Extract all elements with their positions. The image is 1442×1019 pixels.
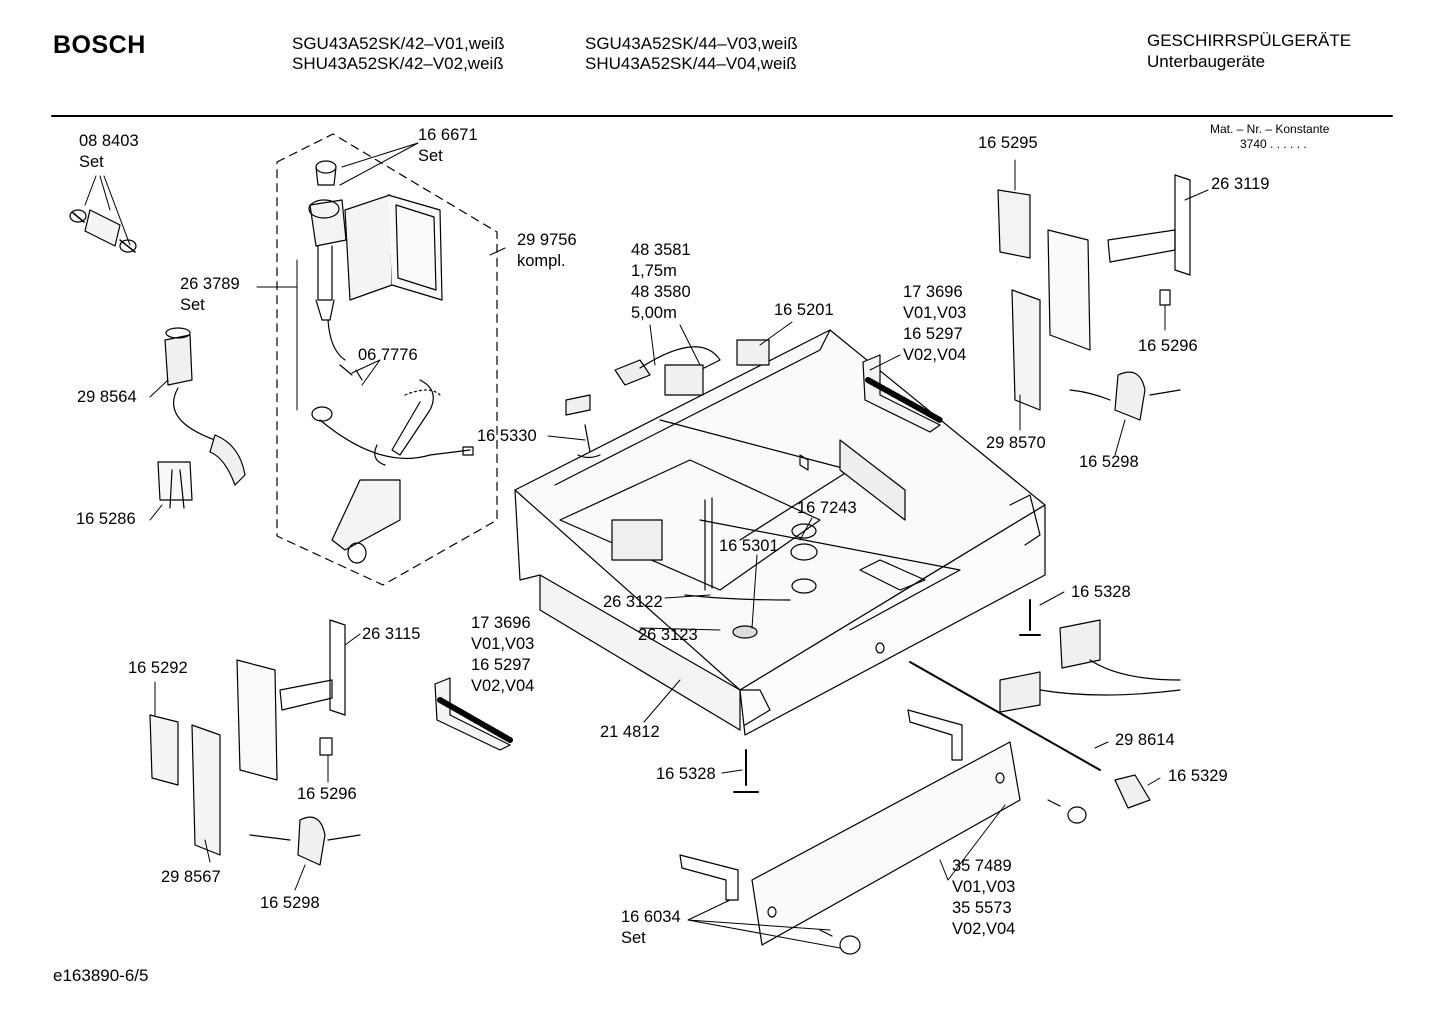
label-26-3115: 26 3115 xyxy=(362,625,421,643)
label-16-5296-left: 16 5296 xyxy=(297,785,357,803)
label-16-5292: 16 5292 xyxy=(128,659,188,677)
label-16-5296-right: 16 5296 xyxy=(1138,337,1198,355)
leveling-feet xyxy=(734,600,1040,792)
label-16-5301: 16 5301 xyxy=(719,537,779,555)
label-29-8570: 29 8570 xyxy=(986,434,1046,452)
cables-and-switches xyxy=(566,340,769,458)
label-16-5201: 16 5201 xyxy=(774,301,834,319)
label-16-5328-bottom: 16 5328 xyxy=(656,765,716,783)
label-26-3119: 26 3119 xyxy=(1211,175,1270,193)
label-16-6034-note: Set xyxy=(621,929,646,947)
mat-nr-label: Mat. – Nr. – Konstante xyxy=(1210,122,1330,136)
heater-bracket-left xyxy=(435,678,510,750)
label-48-3580: 48 3580 xyxy=(631,283,691,301)
label-17-3696-right: 17 3696 xyxy=(903,283,963,301)
label-35-7489-variant: V01,V03 xyxy=(952,878,1016,896)
label-08-8403: 08 8403 xyxy=(79,132,139,150)
label-26-3123: 26 3123 xyxy=(638,626,698,644)
label-08-8403-note: Set xyxy=(79,153,104,171)
label-29-9756-note: kompl. xyxy=(517,252,566,270)
category-title: GESCHIRRSPÜLGERÄTE xyxy=(1147,31,1352,50)
model-number-1: SGU43A52SK/42–V01,weiß xyxy=(292,34,505,53)
label-16-6034: 16 6034 xyxy=(621,908,681,926)
label-06-7776: 06 7776 xyxy=(358,346,418,364)
label-16-5329: 16 5329 xyxy=(1168,767,1228,785)
inlet-valve-assembly xyxy=(277,134,497,585)
label-16-5328-right: 16 5328 xyxy=(1071,583,1131,601)
label-48-3580-length: 5,00m xyxy=(631,304,677,322)
label-35-5573-variant: V02,V04 xyxy=(952,920,1016,938)
leader-lines xyxy=(85,143,1208,948)
label-29-8614: 29 8614 xyxy=(1115,731,1175,749)
label-35-5573: 35 5573 xyxy=(952,899,1012,917)
model-number-4: SHU43A52SK/44–V04,weiß xyxy=(585,54,797,73)
label-16-5298-left: 16 5298 xyxy=(260,894,320,912)
label-48-3581-length: 1,75m xyxy=(631,262,677,280)
label-16-5298-right: 16 5298 xyxy=(1079,453,1139,471)
label-26-3789-note: Set xyxy=(180,296,205,314)
label-16-6671: 16 6671 xyxy=(418,126,478,144)
label-21-4812: 21 4812 xyxy=(600,723,660,741)
left-hose-parts xyxy=(70,210,245,508)
label-26-3122: 26 3122 xyxy=(603,593,663,611)
bracket-assembly-right xyxy=(998,175,1190,420)
category-subtitle: Unterbaugeräte xyxy=(1147,52,1266,71)
label-17-3696-right-variant: V01,V03 xyxy=(903,304,967,322)
label-26-3789: 26 3789 xyxy=(180,275,240,293)
model-number-2: SHU43A52SK/42–V02,weiß xyxy=(292,54,504,73)
label-17-3696-left-variant: V01,V03 xyxy=(471,635,535,653)
label-35-7489: 35 7489 xyxy=(952,857,1012,875)
heater-bracket-right xyxy=(863,355,940,432)
label-16-5286: 16 5286 xyxy=(76,510,136,528)
mat-nr-value: 3740 . . . . . . xyxy=(1240,137,1307,151)
label-16-5297-right-variant: V02,V04 xyxy=(903,346,967,364)
label-16-7243: 16 7243 xyxy=(797,499,857,517)
label-16-5330: 16 5330 xyxy=(477,427,537,445)
label-17-3696-left: 17 3696 xyxy=(471,614,531,632)
bracket-assembly-left xyxy=(150,620,360,865)
label-16-5297-left: 16 5297 xyxy=(471,656,531,674)
model-number-3: SGU43A52SK/44–V03,weiß xyxy=(585,34,798,53)
label-29-9756: 29 9756 xyxy=(517,231,577,249)
plinth-panel xyxy=(680,620,1180,954)
label-48-3581: 48 3581 xyxy=(631,241,691,259)
label-29-8564: 29 8564 xyxy=(77,388,137,406)
label-16-5295: 16 5295 xyxy=(978,134,1038,152)
brand-logo: BOSCH xyxy=(53,31,146,59)
label-16-5297-right: 16 5297 xyxy=(903,325,963,343)
base-tub-frame xyxy=(515,330,1045,735)
document-id: e163890-6/5 xyxy=(53,966,149,985)
label-16-6671-note: Set xyxy=(418,147,443,165)
label-29-8567: 29 8567 xyxy=(161,868,221,886)
label-16-5297-left-variant: V02,V04 xyxy=(471,677,535,695)
